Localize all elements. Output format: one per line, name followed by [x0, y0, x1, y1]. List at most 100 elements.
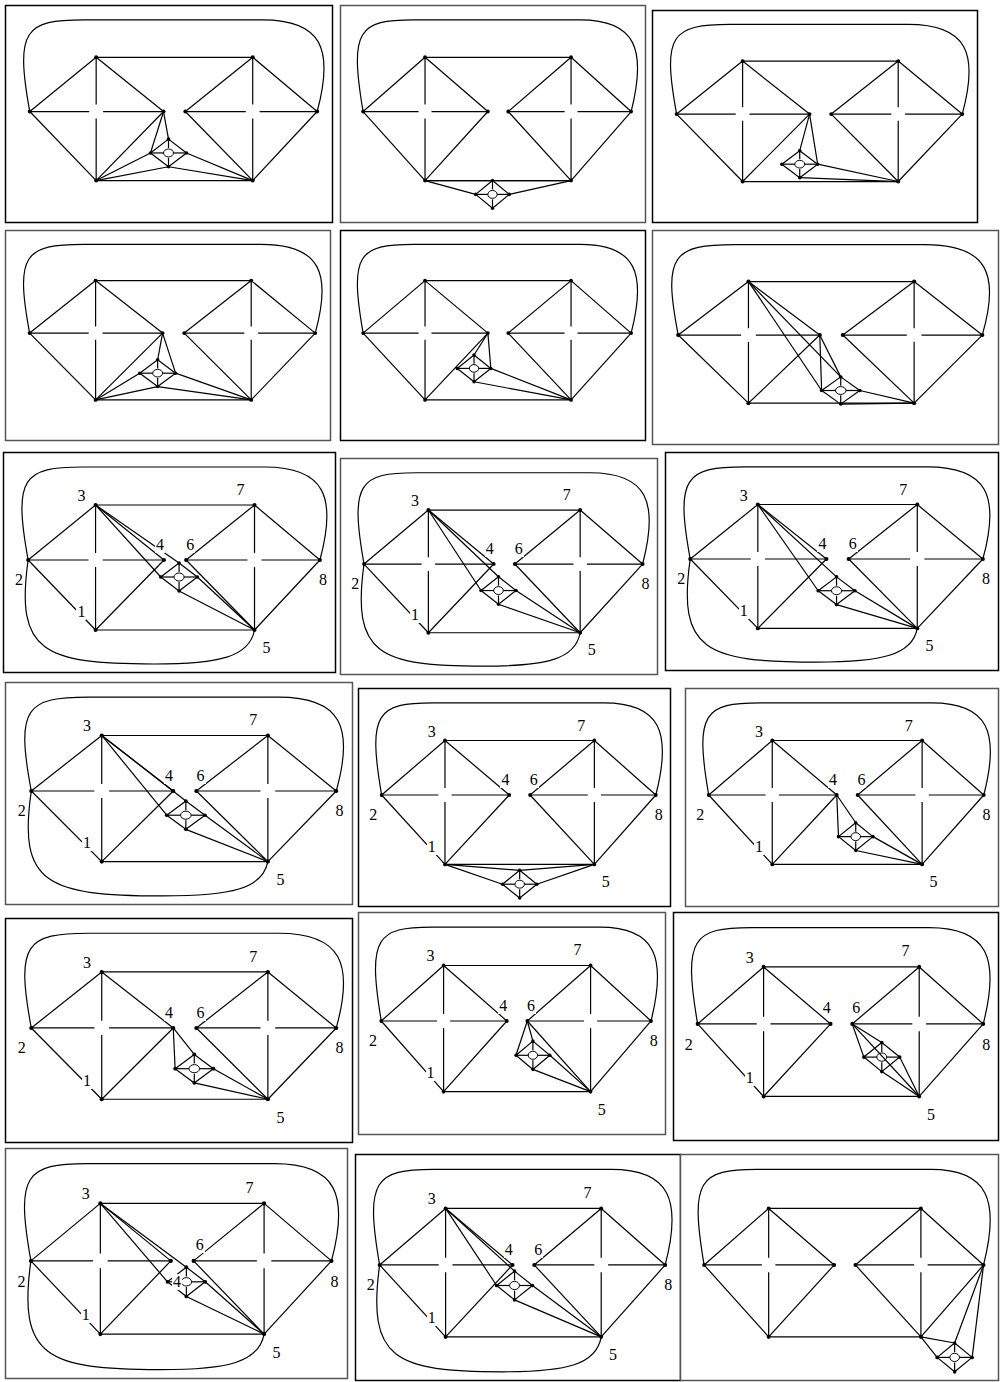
vertex-dot [920, 739, 924, 743]
panel-frame [6, 231, 331, 441]
graph-edge [678, 282, 748, 336]
vertex-dot [423, 279, 427, 283]
vertex-number: 8 [334, 803, 344, 819]
crossing-circle [851, 833, 860, 841]
vertex-dot [835, 793, 839, 797]
vertex-dot [184, 1295, 188, 1299]
gadget-edge [516, 1055, 528, 1056]
outer-curve [703, 703, 991, 795]
vertex-dot [100, 970, 104, 974]
vertex-dot [518, 896, 521, 900]
panel-frame [6, 919, 353, 1143]
gadget-edge [882, 1043, 900, 1058]
vertex-dot [531, 1039, 534, 1043]
crossing-edge [96, 57, 97, 104]
gadget-edge [161, 576, 174, 577]
graph-edge [268, 972, 336, 1028]
vertex-dot [531, 1284, 535, 1288]
graph-edge [704, 1265, 769, 1337]
gadget-link [516, 591, 580, 633]
gadget-link [474, 382, 571, 400]
vertex-dot [770, 739, 774, 743]
crossing-edge [590, 965, 591, 1013]
graph-edge [858, 741, 922, 796]
graph-edge [709, 741, 773, 796]
outer-curve [671, 24, 970, 114]
gadget-edge [818, 591, 836, 605]
graph-embedding [692, 928, 991, 1099]
outer-curve [376, 703, 663, 795]
graph-edge [743, 60, 899, 61]
vertex-dot [862, 1055, 866, 1059]
vertex-dot [94, 503, 98, 507]
vertex-number: 3 [410, 493, 420, 509]
crossing-edge [919, 967, 920, 1017]
gadget-link [205, 1282, 264, 1334]
graph-edge [508, 57, 571, 111]
vertex-dot [505, 1019, 509, 1023]
graph-edge [100, 1333, 264, 1334]
vertex-dot [535, 882, 538, 886]
graph-edge [855, 1265, 921, 1337]
vertex-dot [98, 1201, 102, 1205]
panel-frame [686, 689, 999, 907]
gadget-link [860, 391, 914, 404]
gadget-edge [818, 590, 831, 591]
crossing-edge [570, 118, 571, 180]
graph-edge [530, 795, 594, 864]
outer-curve [22, 467, 327, 560]
graph-edge [571, 281, 631, 334]
gadget-link [758, 505, 818, 591]
gadget-edge [140, 373, 153, 374]
vertex-dot [513, 562, 517, 566]
outer-curve [698, 1169, 990, 1265]
crossing-edge [432, 332, 488, 333]
vertex-number: 3 [426, 948, 436, 964]
crossing-edge [443, 965, 444, 1013]
gadget-link [428, 510, 498, 577]
vertex-number: 5 [587, 642, 597, 658]
crossing-circle [950, 1353, 960, 1361]
graph-edge [527, 1021, 590, 1092]
vertex-number: 1 [410, 607, 420, 623]
graph-edge [743, 61, 810, 114]
gadget-link [169, 167, 253, 181]
crossing-edge [917, 505, 918, 553]
gadget-edge [822, 391, 841, 405]
vertex-dot [266, 860, 270, 864]
crossing-edge [196, 790, 260, 791]
vertex-dot [919, 1335, 923, 1339]
vertex-dot [912, 401, 916, 405]
graph-edge [102, 861, 268, 862]
graph-edge [852, 1024, 919, 1097]
graph-embedding [22, 467, 327, 664]
graph-embedding [703, 703, 991, 867]
graph-embedding [24, 20, 324, 183]
vertex-dot [847, 557, 851, 561]
vertex-dot [165, 813, 169, 817]
graph-edge [769, 1265, 835, 1337]
vertex-dot [841, 333, 845, 337]
gadget-edge [179, 577, 197, 591]
outer-curve [374, 1169, 673, 1265]
graph-embedding [671, 24, 970, 183]
graph-edge [186, 505, 254, 560]
gadget-edge [169, 139, 187, 153]
gadget-edge [167, 815, 186, 829]
vertex-dot [486, 110, 490, 114]
graph-embedding [374, 1169, 673, 1371]
gadget-edge [516, 1055, 533, 1069]
graph-edge [843, 282, 914, 336]
gadget-edge [856, 823, 873, 837]
graph-edge [601, 1265, 665, 1337]
gadget-edge [499, 591, 516, 605]
crossing-edge [262, 559, 320, 560]
gadget-edge [158, 373, 176, 386]
crossing-edge [924, 558, 983, 559]
gadget-link [213, 1069, 267, 1100]
vertex-number: 6 [856, 772, 866, 788]
crossing-edge [578, 111, 632, 112]
vertex-dot [149, 151, 153, 155]
gadget-link [550, 1055, 591, 1091]
outer-curve [684, 467, 990, 559]
